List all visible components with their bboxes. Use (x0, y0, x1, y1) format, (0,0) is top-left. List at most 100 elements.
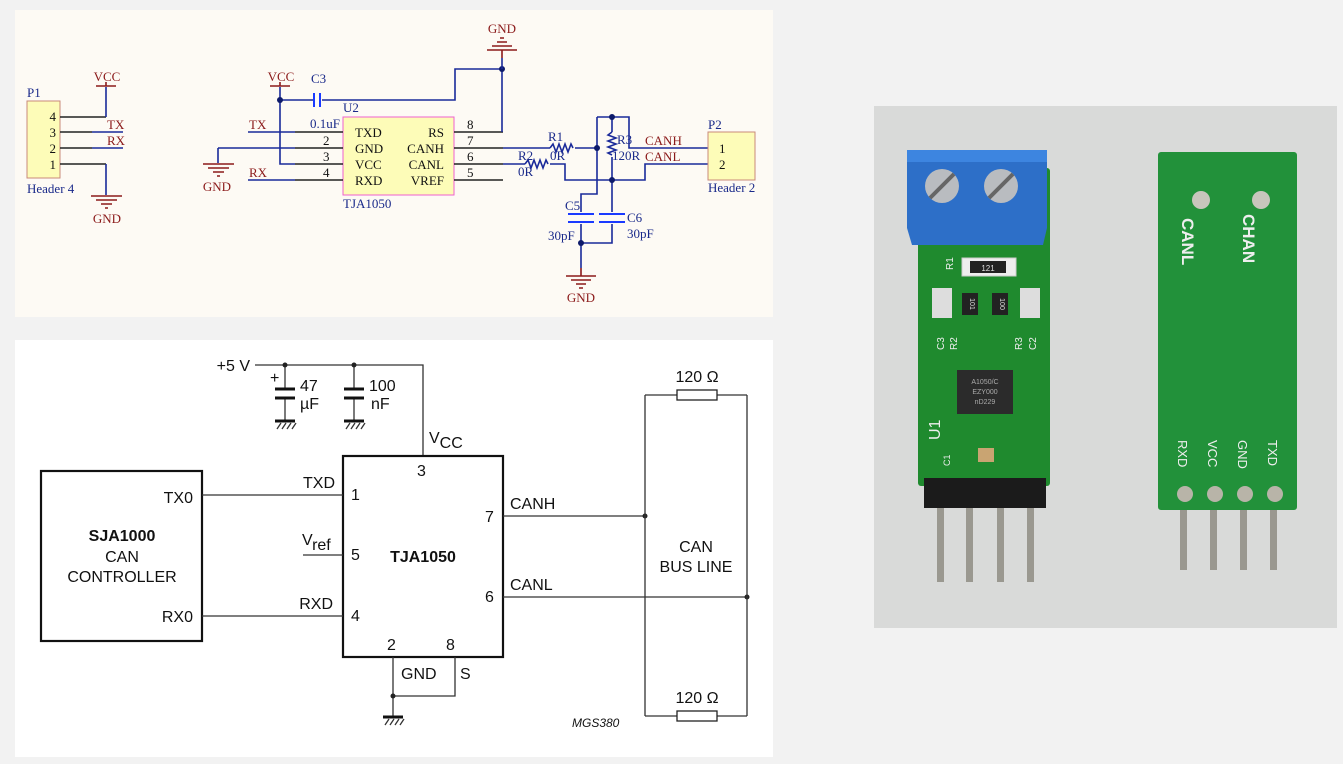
cap2-value: 100 (369, 378, 396, 395)
p1-pin-2: 2 (50, 141, 57, 156)
capacitors (275, 387, 364, 423)
top-schematic: P1 Header 4 4 3 2 1 VCC TX RX GND U2 TJA… (15, 10, 773, 317)
sja1000-block (39, 469, 204, 643)
c2-silk: C2 (1028, 337, 1039, 350)
p1-name: Header 4 (27, 181, 75, 196)
pin-8: 8 (446, 637, 455, 654)
u2-num-4: 4 (323, 165, 330, 180)
vcc-symbol (270, 82, 290, 87)
u2-pin-canl: CANL (409, 157, 444, 172)
canl-silk: CANL (1178, 218, 1197, 265)
c6-ref: C6 (627, 210, 643, 225)
rxd-label: RXD (299, 596, 333, 613)
bottom-schematic: +5 V + 47 µF 100 nF VCC SJA1000 CAN CONT… (15, 340, 773, 757)
rxd-silk: RXD (1175, 440, 1190, 467)
resistors (524, 131, 619, 171)
vcc-silk: VCC (1205, 440, 1220, 467)
header-p2: P2 Header 2 1 2 (707, 117, 756, 195)
canh-label: CANH (510, 496, 555, 513)
rs-gnd-label: GND (488, 21, 516, 36)
vcc-label: VCC (429, 430, 463, 452)
ic-chip (957, 370, 1013, 414)
p2-name: Header 2 (708, 180, 755, 195)
vref-label: Vref (302, 532, 331, 554)
u2-num-6: 6 (467, 149, 474, 164)
r2-value: 0R (518, 164, 534, 179)
chip-line3: nD229 (975, 399, 996, 406)
u2-pin-rxd: RXD (355, 173, 382, 188)
u2-tja1050: U2 TJA1050 TXD GND VCC RXD RS CANH CANL … (203, 21, 517, 211)
pin-2: 2 (387, 637, 396, 654)
pin-1: 1 (351, 487, 360, 504)
u2-pin-lines (295, 131, 503, 181)
cap1-value: 47 (300, 378, 318, 395)
u2-num-7: 7 (467, 133, 474, 148)
r3-value: 120R (612, 148, 641, 163)
controller-name: SJA1000 (89, 528, 156, 545)
p1-wires (92, 87, 123, 195)
p1-pin-1: 1 (50, 157, 57, 172)
ground-icon (276, 422, 366, 430)
u2-pin-vcc: VCC (355, 157, 382, 172)
u1-silk: U1 (927, 419, 944, 440)
ground-icon (487, 37, 517, 58)
u2-rx-label: RX (249, 165, 268, 180)
p1-vcc-label: VCC (94, 69, 121, 84)
u2-pin-txd: TXD (355, 125, 382, 140)
u2-num-5: 5 (467, 165, 474, 180)
u2-wires (217, 68, 503, 181)
c5-ref: C5 (565, 198, 580, 213)
u2-gnd-label: GND (203, 179, 231, 194)
u2-ref: U2 (343, 100, 359, 115)
transceiver-name: TJA1050 (390, 549, 456, 566)
c5-value: 30pF (548, 228, 575, 243)
canl-net-label: CANL (645, 149, 680, 164)
c3-ref: C3 (311, 71, 326, 86)
canl-label: CANL (510, 577, 553, 594)
cap1-unit: µF (300, 396, 319, 413)
r1-value: 0R (550, 148, 566, 163)
pin-7: 7 (485, 509, 494, 526)
r1-code: 121 (981, 264, 995, 273)
u2-num-3: 3 (323, 149, 330, 164)
r2-silk: R2 (949, 337, 960, 350)
txd-silk: TXD (1265, 440, 1280, 466)
p2-pin-1: 1 (719, 141, 726, 156)
controller-line1: CAN (105, 549, 139, 566)
p2-pin-2: 2 (719, 157, 726, 172)
controller-line2: CONTROLLER (67, 569, 176, 586)
header-p1: P1 Header 4 4 3 2 1 VCC TX RX GND (26, 69, 126, 226)
p1-gnd-label: GND (93, 211, 121, 226)
can-gnd-label: GND (567, 290, 595, 305)
back-board: CANL CHAN RXD VCC GND TXD (1158, 152, 1297, 570)
pin-6: 6 (485, 589, 494, 606)
ground-icon (566, 268, 596, 289)
u2-pin-vref: VREF (411, 173, 444, 188)
supply-label: +5 V (217, 358, 251, 375)
u2-pin-rs: RS (428, 125, 444, 140)
bus-wires (644, 394, 748, 717)
can-termination: R1 0R R2 0R R3 120R C5 30pF C6 30pF CANH… (503, 114, 708, 305)
bottom-schematic-background (15, 340, 773, 757)
pin-5: 5 (351, 547, 360, 564)
c5-c6-capacitors (568, 213, 625, 223)
screw-terminal (907, 150, 1047, 245)
r3-ref: R3 (617, 132, 632, 147)
u2-vcc-label: VCC (268, 69, 295, 84)
r3-code: 100 (998, 298, 1005, 310)
chip-line2: EZY000 (972, 389, 997, 396)
p1-pin-4: 4 (50, 109, 57, 124)
chip-line1: A1050/C (971, 379, 998, 386)
u2-num-8: 8 (467, 117, 474, 132)
p1-ref: P1 (27, 85, 41, 100)
can-wires (503, 116, 708, 268)
p1-rx-label: RX (107, 133, 126, 148)
u2-tx-label: TX (249, 117, 267, 132)
p1-pin-3: 3 (50, 125, 57, 140)
supply-wires (255, 364, 424, 456)
canh-net-label: CANH (645, 133, 682, 148)
figure-code: MGS380 (572, 716, 620, 730)
u2-name: TJA1050 (343, 196, 391, 211)
r1-ref: R1 (548, 129, 563, 144)
